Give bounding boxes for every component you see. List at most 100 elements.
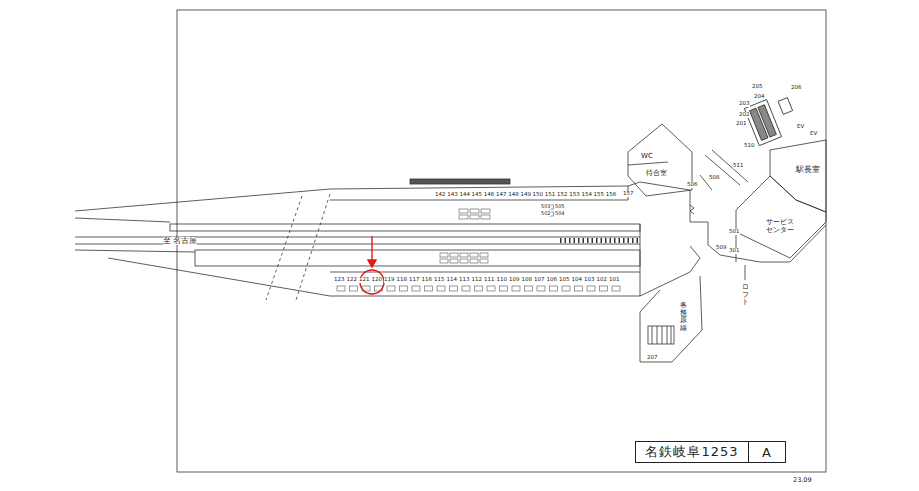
ad-number: 117 [409,277,420,283]
ad-number: 101 [609,277,620,283]
stair-step [652,326,653,344]
place-label: 508 [709,175,720,181]
pointer-arrow [371,236,372,262]
place-label: 511 [733,163,744,169]
ad-number: 106 [547,277,558,283]
stair-step [657,326,658,344]
ad-panel [425,286,433,291]
ad-number: 122 [347,277,358,283]
place-label: EV [797,124,804,130]
platform-edge [108,258,640,296]
track [75,237,640,238]
place-label: WC [641,153,653,160]
ad-panel [459,209,468,213]
platform-end [640,224,641,296]
ad-number: 109 [509,277,520,283]
ad-panel [500,286,508,291]
ad-panel [470,215,479,219]
ad-number: 107 [534,277,545,283]
ad-panel [587,286,595,291]
place-label: 501 [729,229,740,235]
track [75,250,195,252]
place-label: 206 [791,85,802,91]
ad-panel [562,286,570,291]
escalator-step [758,105,776,137]
title-text: 名鉄岐阜1253 [645,443,738,461]
track [75,218,170,222]
ad-number: 151 [545,192,556,198]
place-label: 203 [739,101,750,107]
ad-panel [612,286,620,291]
crossing [296,194,330,300]
wall [628,162,668,165]
stairs [648,326,674,344]
place-label: EV [810,131,817,137]
ad-number: 153 [569,192,580,198]
ad-number: 148 [508,192,519,198]
place-label: 510 [744,143,755,149]
highlight-circle [360,270,384,294]
ad-number: 114 [447,277,458,283]
ad-number: 119 [384,277,395,283]
ad-panel [440,259,448,263]
title-text: A [762,445,772,460]
ad-number: 112 [472,277,483,283]
ad-number: 103 [584,277,595,283]
ad-panel [462,286,470,291]
ad-panel [480,259,488,263]
place-label: 301 [729,248,740,254]
blank [740,66,820,67]
ad-number: 110 [497,277,508,283]
ad-number: 503 [541,204,551,209]
ad-number: 155 [594,192,605,198]
ad-panel [450,259,458,263]
ad-number: 149 [520,192,531,198]
wall [736,232,737,262]
ad-number: 116 [422,277,433,283]
place-label: ロフト [742,284,749,307]
wall [745,265,746,280]
ad-number: 104 [572,277,583,283]
place-label: 待合室 [646,170,667,177]
ad-number: 102 [597,277,608,283]
ad-number: 505 [555,204,565,209]
track [75,244,640,245]
ad-number: 108 [522,277,533,283]
ad-panel [337,286,345,291]
place-label: 506 [687,182,698,188]
ad-panel [525,286,533,291]
service-center [736,176,826,258]
stair-step [662,326,663,344]
waiting-building [628,124,692,196]
stairs [690,205,694,214]
ad-panel [459,215,468,219]
ad-panel [480,253,488,257]
platform [195,250,640,266]
place-label: 201 [736,121,747,127]
ad-panel [450,253,458,257]
ad-number: 504 [555,211,565,216]
platform [170,224,640,231]
ad-panel [512,286,520,291]
ad-number: 150 [533,192,544,198]
ad-number: 502 [541,211,551,216]
ad-number: 143 [447,192,458,198]
escalator [744,100,781,146]
ad-panel [470,259,478,263]
pointer-head [368,260,376,267]
ad-number: 105 [559,277,570,283]
ad-number: 144 [459,192,470,198]
ad-number: 147 [496,192,507,198]
elevator [778,98,793,115]
ad-panel [481,209,490,213]
track-ties [560,238,640,243]
kakamigahara-passage [640,276,702,362]
stair-step [667,326,668,344]
title-cell: 名鉄岐阜1253 [635,441,749,463]
ad-panel [550,286,558,291]
ad-panel [400,286,408,291]
ad-number: 121 [359,277,370,283]
ad-number: 145 [472,192,483,198]
